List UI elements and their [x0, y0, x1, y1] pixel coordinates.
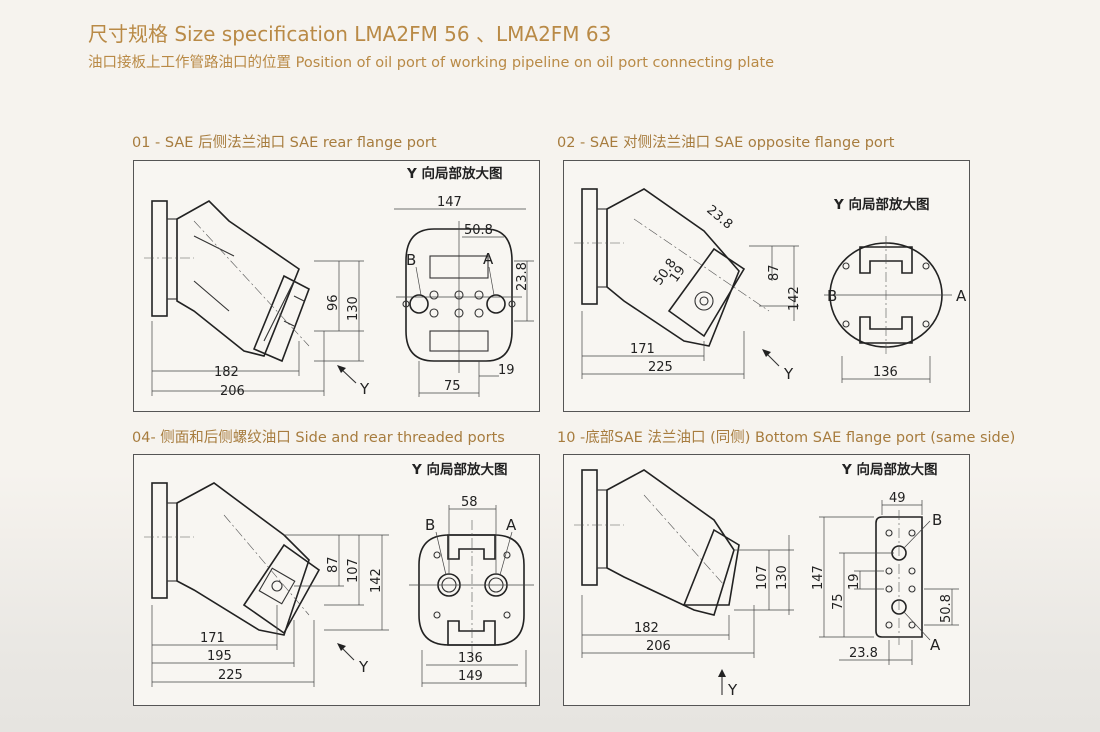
port-plate-detail [875, 510, 923, 645]
port-plate-detail [396, 221, 522, 373]
dim-130: 130 [775, 565, 790, 590]
dim-147: 147 [437, 195, 462, 210]
dim-225: 225 [218, 668, 243, 683]
dim-142: 142 [787, 286, 802, 311]
panel-04-title: 04- 侧面和后侧螺纹油口 Side and rear threaded por… [132, 430, 505, 446]
dim-136: 136 [873, 365, 898, 380]
panel-10-drawing: 182 206 107 130 Y Y 向局部放大图 49 B A 147 75… [563, 454, 970, 706]
panel-02-title: 02 - SAE 对侧法兰油口 SAE opposite flange port [557, 135, 895, 151]
label-b: B [425, 516, 435, 534]
page-title: 尺寸规格 Size specification LMA2FM 56 、LMA2F… [88, 22, 612, 46]
dim-23-8: 23.8 [703, 203, 735, 233]
panel-02-drawing: 171 225 23.8 50.8 19 87 142 Y Y 向局部放大图 B… [563, 160, 970, 412]
dim-149: 149 [458, 669, 483, 684]
page-subtitle: 油口接板上工作管路油口的位置 Position of oil port of w… [88, 55, 775, 71]
dim-23-8: 23.8 [849, 646, 878, 661]
label-b: B [827, 287, 837, 305]
label-a: A [930, 636, 941, 654]
dim-75: 75 [831, 593, 846, 610]
panel-01-title: 01 - SAE 后侧法兰油口 SAE rear flange port [132, 135, 437, 151]
panel-02-svg: 171 225 23.8 50.8 19 87 142 Y Y 向局部放大图 B… [574, 188, 967, 383]
label-a: A [483, 250, 494, 268]
dim-130: 130 [346, 296, 361, 321]
dim-75: 75 [444, 379, 461, 394]
dim-171: 171 [630, 342, 655, 357]
panel-04-svg: 171 195 225 87 107 142 Y Y 向局部放大图 58 B A… [144, 461, 534, 687]
panel-04-drawing: 171 195 225 87 107 142 Y Y 向局部放大图 58 B A… [133, 454, 540, 706]
dim-107: 107 [755, 565, 770, 590]
dim-225: 225 [648, 360, 673, 375]
dim-142: 142 [369, 568, 384, 593]
dim-49: 49 [889, 491, 906, 506]
detail-title: Y 向局部放大图 [833, 196, 929, 213]
panel-10-svg: 182 206 107 130 Y Y 向局部放大图 49 B A 147 75… [574, 461, 959, 699]
dim-136: 136 [458, 651, 483, 666]
motor-side-view [574, 188, 770, 347]
dim-19: 19 [847, 573, 862, 590]
motor-side-view [144, 482, 321, 636]
dim-87: 87 [326, 556, 341, 573]
port-plate-detail [824, 236, 952, 356]
label-a: A [956, 287, 967, 305]
dim-182: 182 [214, 365, 239, 380]
port-plate-detail [409, 520, 534, 660]
dim-195: 195 [207, 649, 232, 664]
dim-206: 206 [646, 639, 671, 654]
detail-title: Y 向局部放大图 [841, 461, 937, 478]
motor-side-view [574, 469, 740, 616]
label-b: B [406, 251, 416, 269]
dim-58: 58 [461, 495, 478, 510]
label-y: Y [727, 681, 738, 699]
dim-107: 107 [346, 558, 361, 583]
detail-title: Y 向局部放大图 [406, 165, 502, 182]
dim-50-8: 50.8 [939, 594, 954, 623]
dim-171: 171 [200, 631, 225, 646]
panel-01-svg: 182 206 96 130 Y Y 向局部放大图 147 50.8 23.8 … [144, 165, 534, 399]
panel-10-title: 10 -底部SAE 法兰油口 (同侧) Bottom SAE flange po… [557, 430, 1016, 446]
dim-147: 147 [811, 565, 826, 590]
motor-side-view [144, 200, 310, 363]
dim-182: 182 [634, 621, 659, 636]
dim-50-8: 50.8 [464, 223, 493, 238]
dim-19: 19 [498, 363, 515, 378]
dim-96: 96 [326, 294, 341, 311]
label-b: B [932, 511, 942, 529]
panel-01-drawing: 182 206 96 130 Y Y 向局部放大图 147 50.8 23.8 … [133, 160, 540, 412]
dim-23-8: 23.8 [515, 262, 530, 291]
label-a: A [506, 516, 517, 534]
label-y: Y [783, 365, 794, 383]
label-y: Y [358, 658, 369, 676]
dim-206: 206 [220, 384, 245, 399]
detail-title: Y 向局部放大图 [411, 461, 507, 478]
dim-87: 87 [767, 264, 782, 281]
label-y: Y [359, 380, 370, 398]
